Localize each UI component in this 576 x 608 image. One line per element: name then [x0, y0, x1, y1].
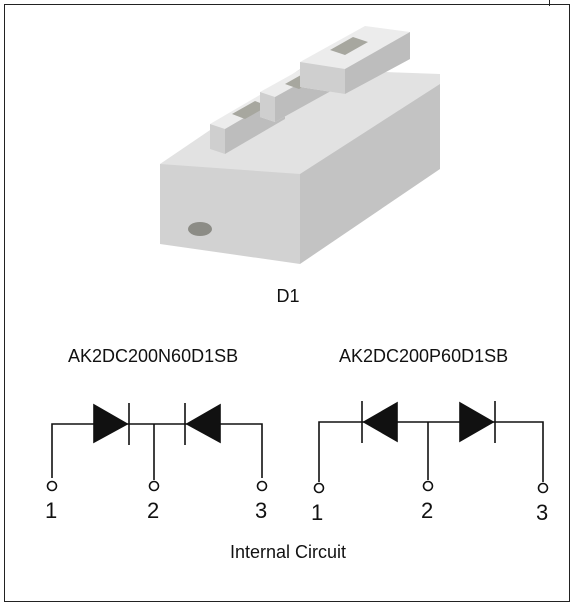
left-pin-3-terminal: [256, 480, 268, 492]
terminal-block-3: [300, 26, 410, 94]
module-right-face: [300, 84, 440, 264]
left-pin-2-terminal: [148, 480, 160, 492]
right-diode-2: [459, 401, 495, 443]
module-top-face: [160, 69, 440, 184]
right-part-number: AK2DC200P60D1SB: [339, 346, 509, 366]
left-pin-1-terminal: [46, 480, 58, 492]
package-label: D1: [276, 286, 300, 306]
right-wire-top: [318, 421, 544, 482]
mounting-hole: [188, 222, 212, 236]
right-pin-1-terminal: [313, 482, 325, 494]
module-front-face: [160, 164, 300, 264]
left-pin-1-label: 1: [45, 498, 58, 523]
right-pin-1-label: 1: [311, 500, 324, 525]
left-pin-2-label: 2: [147, 498, 160, 523]
right-pin-3-terminal: [537, 482, 549, 494]
frame-tick: [549, 0, 550, 6]
right-pin-3-label: 3: [536, 500, 549, 525]
left-part-number: AK2DC200N60D1SB: [68, 346, 239, 366]
right-pin-2-label: 2: [421, 498, 434, 523]
left-wire-top: [51, 423, 263, 478]
right-pin-2-terminal: [422, 480, 434, 492]
left-diode-1: [93, 403, 129, 444]
figure-frame: [4, 4, 570, 602]
left-pin-3-label: 3: [255, 498, 268, 523]
caption: Internal Circuit: [229, 542, 347, 562]
right-diode-1: [362, 401, 398, 443]
left-diode-2: [185, 403, 221, 444]
module-image: [160, 26, 440, 264]
